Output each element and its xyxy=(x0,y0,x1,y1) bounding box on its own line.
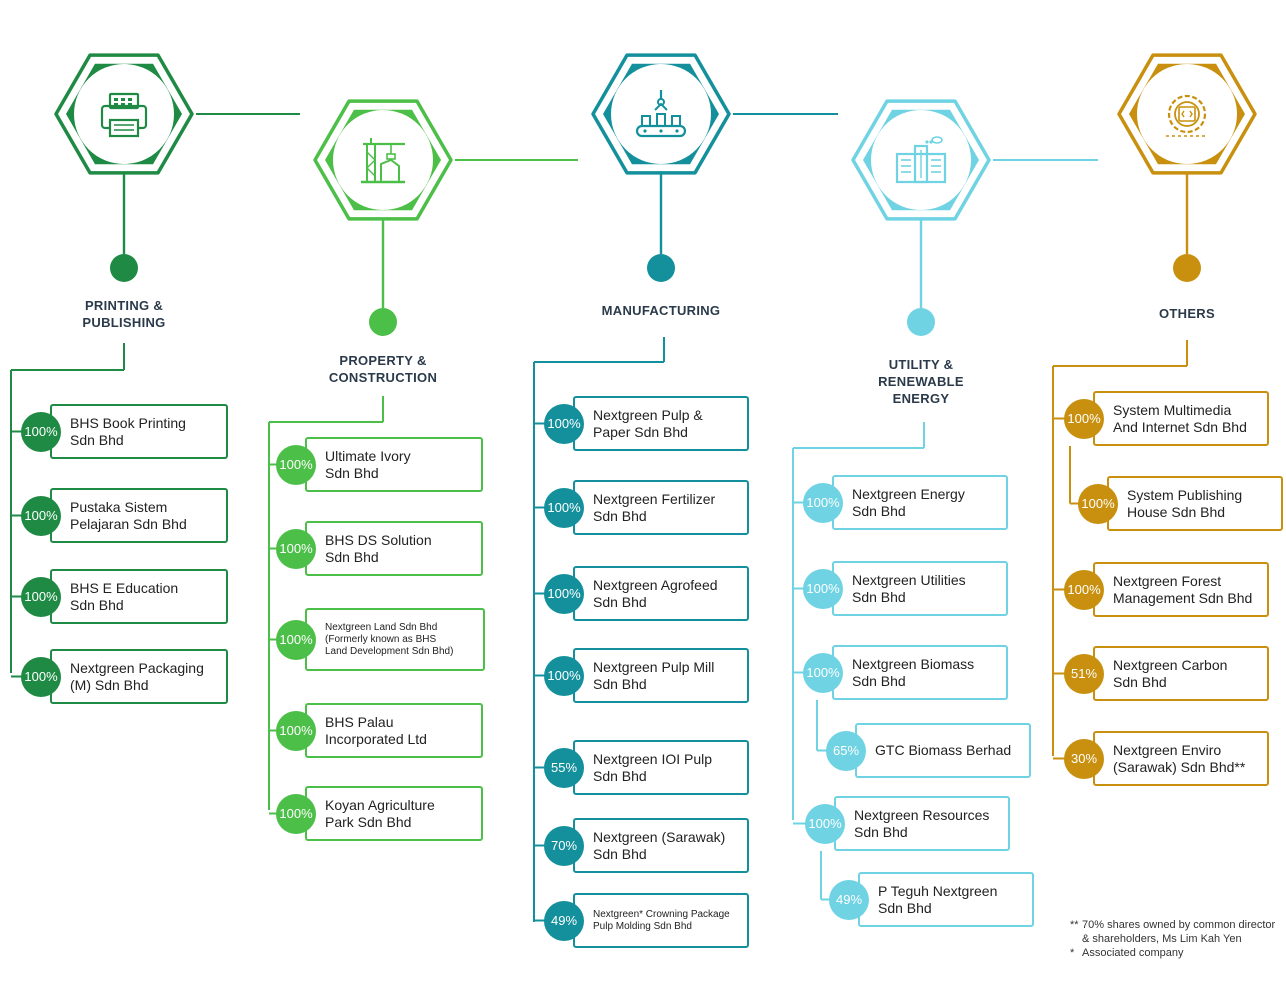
ownership-percent-badge: 100% xyxy=(1064,398,1104,439)
footnote-asterisk: * Associated company xyxy=(1070,946,1282,960)
others-hexagon xyxy=(1109,36,1265,192)
ownership-percent-badge: 30% xyxy=(1064,738,1104,779)
ownership-percent-badge: 49% xyxy=(544,900,584,941)
others-segment-title: OTHERS xyxy=(1159,306,1215,321)
others-node-dot xyxy=(1173,254,1201,282)
ownership-percent-badge: 100% xyxy=(276,528,316,569)
company-box: GTC Biomass Berhad xyxy=(855,723,1031,778)
utility-node-dot xyxy=(907,308,935,336)
company-box: Nextgreen Fertilizer Sdn Bhd xyxy=(573,480,749,535)
ownership-percent-badge: 65% xyxy=(826,730,866,771)
construction-crane-icon xyxy=(355,134,411,191)
ownership-percent-badge: 100% xyxy=(803,568,843,609)
printing-segment-title: PRINTING & PUBLISHING xyxy=(82,298,166,330)
company-box: Ultimate Ivory Sdn Bhd xyxy=(305,437,483,492)
company-box: Pustaka Sistem Pelajaran Sdn Bhd xyxy=(50,488,228,543)
company-box: Nextgreen Enviro (Sarawak) Sdn Bhd** xyxy=(1093,731,1269,786)
ownership-percent-badge: 100% xyxy=(276,710,316,751)
ownership-percent-badge: 49% xyxy=(829,879,869,920)
ownership-percent-badge: 51% xyxy=(1064,653,1104,694)
company-box: Nextgreen Biomass Sdn Bhd xyxy=(832,645,1008,700)
company-box: Nextgreen Land Sdn Bhd (Formerly known a… xyxy=(305,608,485,671)
footnote-double-asterisk: ** 70% shares owned by common director &… xyxy=(1070,918,1282,946)
footnote-text: Associated company xyxy=(1082,947,1184,959)
ownership-percent-badge: 100% xyxy=(805,803,845,844)
company-box: Nextgreen Pulp & Paper Sdn Bhd xyxy=(573,396,749,451)
gear-code-icon xyxy=(1159,88,1215,145)
ownership-percent-badge: 100% xyxy=(1078,483,1118,524)
company-box: Koyan Agriculture Park Sdn Bhd xyxy=(305,786,483,841)
ownership-percent-badge: 100% xyxy=(21,656,61,697)
company-box: BHS Book Printing Sdn Bhd xyxy=(50,404,228,459)
company-box: BHS DS Solution Sdn Bhd xyxy=(305,521,483,576)
ownership-percent-badge: 100% xyxy=(21,495,61,536)
company-box: System Multimedia And Internet Sdn Bhd xyxy=(1093,391,1269,446)
ownership-percent-badge: 100% xyxy=(544,655,584,696)
fax-printer-icon xyxy=(96,88,152,145)
ownership-percent-badge: 100% xyxy=(276,619,316,660)
ownership-percent-badge: 100% xyxy=(544,487,584,528)
ownership-percent-badge: 70% xyxy=(544,825,584,866)
ownership-percent-badge: 100% xyxy=(1064,569,1104,610)
power-plant-icon xyxy=(893,134,949,191)
ownership-percent-badge: 100% xyxy=(544,573,584,614)
company-box: Nextgreen Forest Management Sdn Bhd xyxy=(1093,562,1269,617)
utility-segment-title: UTILITY & RENEWABLE ENERGY xyxy=(878,357,964,406)
ownership-percent-badge: 100% xyxy=(21,411,61,452)
footnote-text: 70% shares owned by common director & sh… xyxy=(1082,919,1276,945)
company-box: Nextgreen Resources Sdn Bhd xyxy=(834,796,1010,851)
manufacturing-segment-title: MANUFACTURING xyxy=(601,303,721,318)
company-box: Nextgreen Energy Sdn Bhd xyxy=(832,475,1008,530)
company-box: BHS E Education Sdn Bhd xyxy=(50,569,228,624)
ownership-percent-badge: 55% xyxy=(544,747,584,788)
property-node-dot xyxy=(369,308,397,336)
printing-node-dot xyxy=(110,254,138,282)
company-box: Nextgreen Pulp Mill Sdn Bhd xyxy=(573,648,749,703)
company-box: Nextgreen Agrofeed Sdn Bhd xyxy=(573,566,749,621)
company-box: Nextgreen Carbon Sdn Bhd xyxy=(1093,646,1269,701)
manufacturing-node-dot xyxy=(647,254,675,282)
ownership-percent-badge: 100% xyxy=(21,576,61,617)
company-box: Nextgreen Packaging (M) Sdn Bhd xyxy=(50,649,228,704)
company-box: Nextgreen IOI Pulp Sdn Bhd xyxy=(573,740,749,795)
company-box: Nextgreen* Crowning Package Pulp Molding… xyxy=(573,893,749,948)
ownership-percent-badge: 100% xyxy=(544,403,584,444)
property-hexagon xyxy=(305,82,461,238)
ownership-percent-badge: 100% xyxy=(803,482,843,523)
printing-hexagon xyxy=(46,36,202,192)
footnote-mark: ** xyxy=(1070,919,1079,931)
conveyor-robot-arm-icon xyxy=(633,88,689,145)
company-box: Nextgreen Utilities Sdn Bhd xyxy=(832,561,1008,616)
company-box: P Teguh Nextgreen Sdn Bhd xyxy=(858,872,1034,927)
ownership-percent-badge: 100% xyxy=(803,652,843,693)
company-box: Nextgreen (Sarawak) Sdn Bhd xyxy=(573,818,749,873)
company-box: BHS Palau Incorporated Ltd xyxy=(305,703,483,758)
company-box: System Publishing House Sdn Bhd xyxy=(1107,476,1283,531)
property-segment-title: PROPERTY & CONSTRUCTION xyxy=(328,353,438,385)
footnotes: ** 70% shares owned by common director &… xyxy=(1070,918,1282,960)
ownership-percent-badge: 100% xyxy=(276,444,316,485)
footnote-mark: * xyxy=(1070,947,1075,959)
ownership-percent-badge: 100% xyxy=(276,793,316,834)
